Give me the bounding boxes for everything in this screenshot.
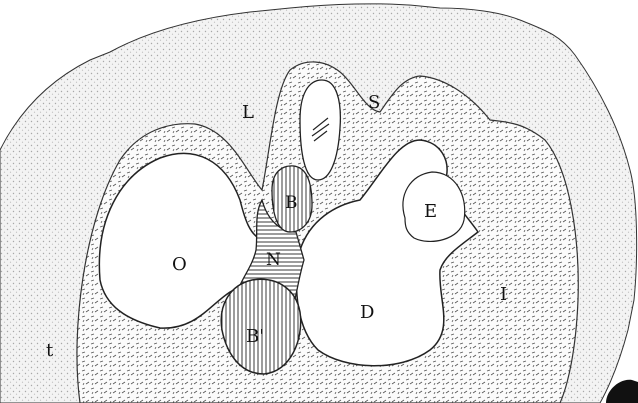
- label-t: t: [46, 340, 54, 361]
- label-d: D: [360, 302, 374, 323]
- label-b-lower: B': [246, 326, 264, 347]
- label-i: I: [500, 284, 507, 305]
- label-s: S: [368, 92, 380, 113]
- label-e: E: [424, 201, 437, 222]
- label-b-upper: B: [285, 193, 298, 213]
- label-l: L: [242, 102, 254, 123]
- corner-ink-mark: [606, 380, 638, 403]
- label-n: N: [266, 250, 281, 270]
- label-o: O: [172, 254, 187, 275]
